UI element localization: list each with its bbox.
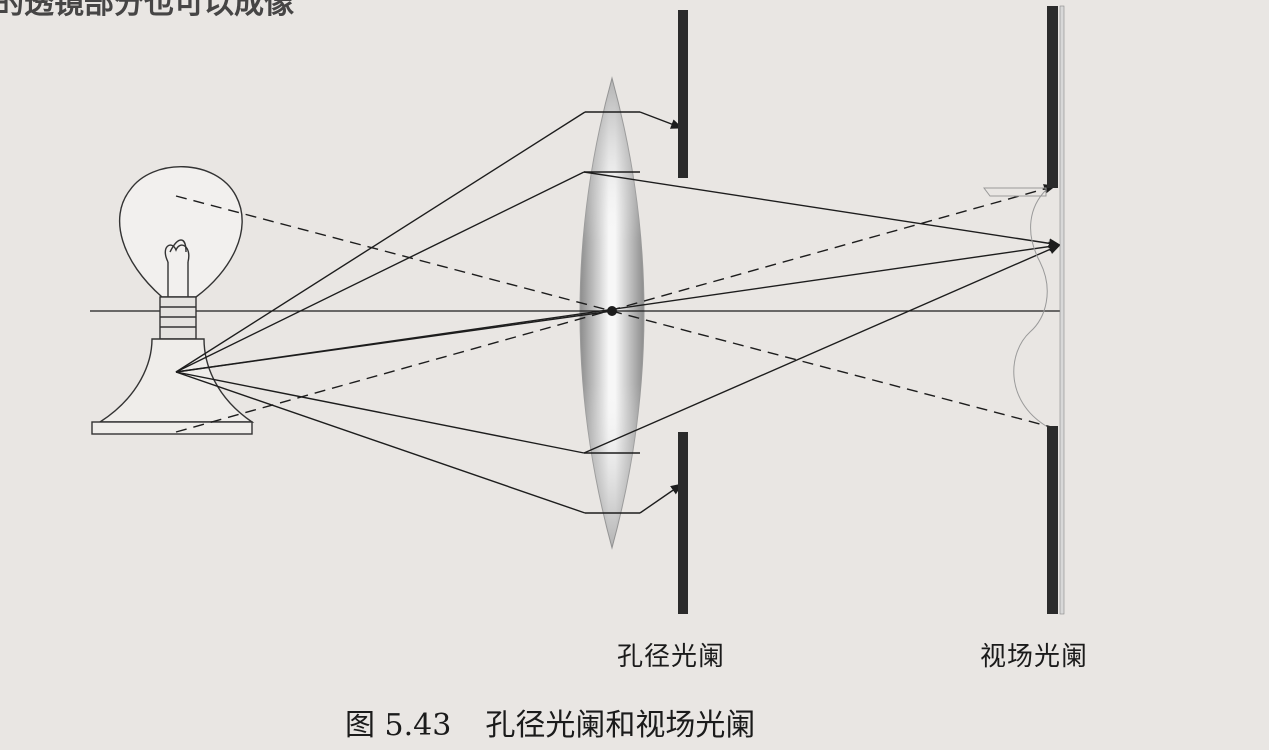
- figure-number: 图 5.43: [345, 708, 452, 743]
- solid-rays: [175, 111, 1061, 514]
- light-bulb: [91, 166, 255, 435]
- field-stop: [1047, 5, 1065, 615]
- aperture-stop: [678, 10, 688, 614]
- field-stop-label: 视场光阑: [980, 642, 1089, 672]
- cropped-top-text: 的透镜部分也可以成像: [0, 0, 294, 21]
- dashed-rays: [175, 184, 1056, 433]
- figure-title: 孔径光阑和视场光阑: [485, 708, 756, 743]
- image-outline: [983, 187, 1048, 427]
- aperture-stop-label: 孔径光阑: [617, 642, 726, 672]
- figure-caption: 图 5.43 孔径光阑和视场光阑: [345, 700, 755, 744]
